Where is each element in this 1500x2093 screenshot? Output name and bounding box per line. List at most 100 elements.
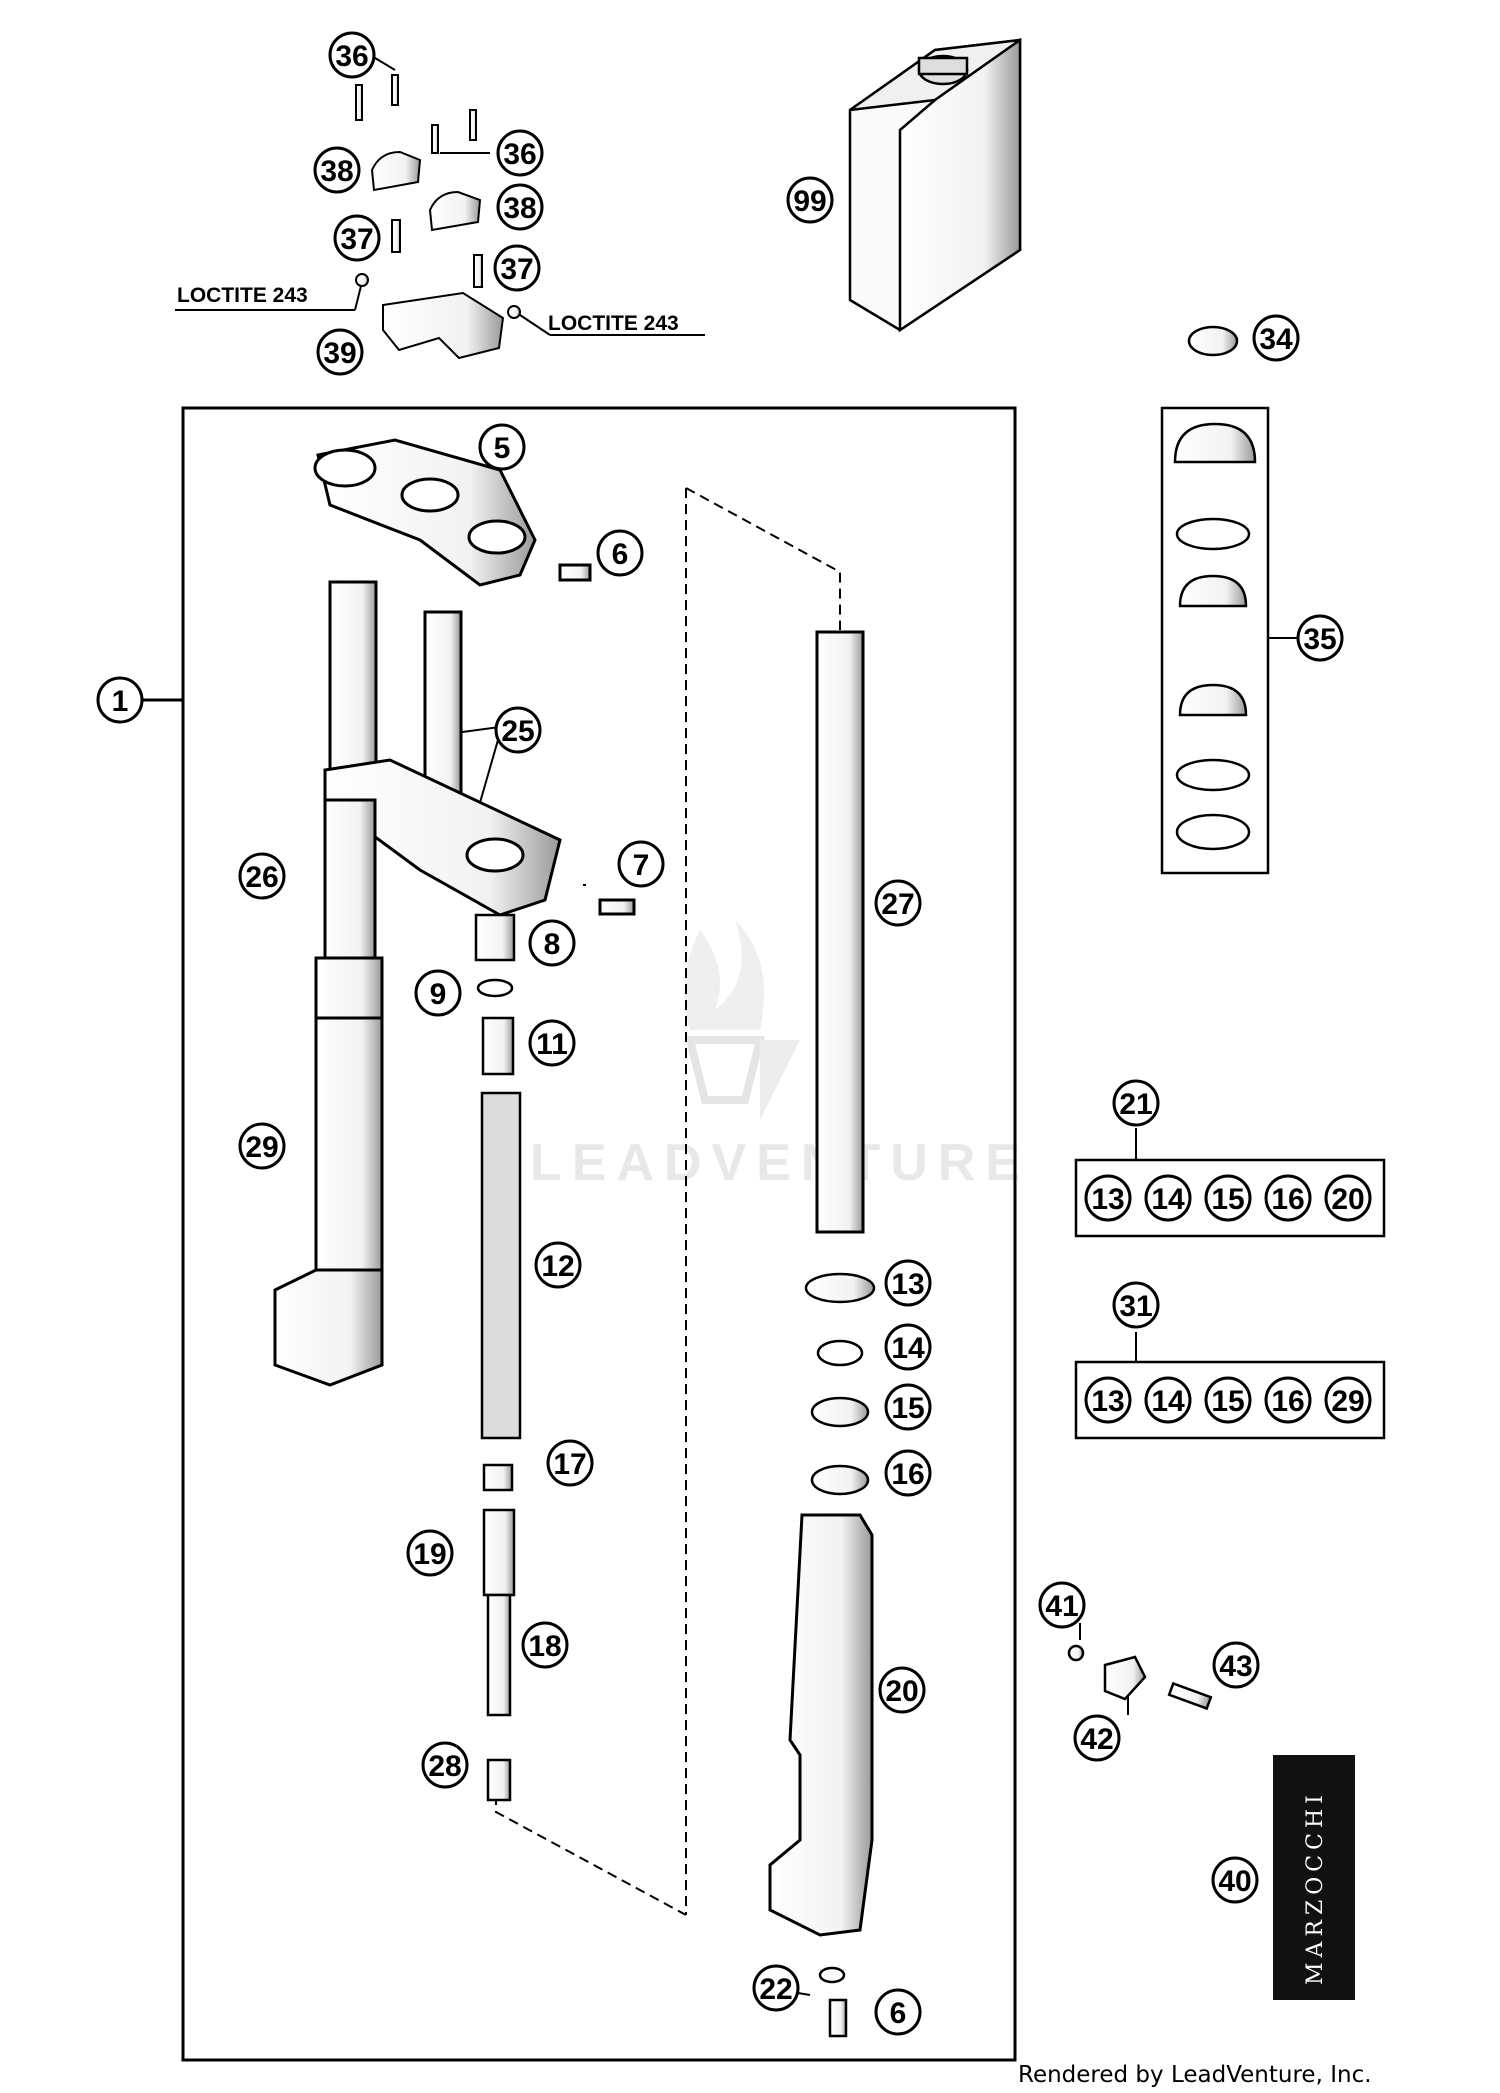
svg-text:20: 20 [1331,1183,1364,1216]
callout-31: 31 [1112,1281,1160,1329]
kit31-item: 14 [1144,1376,1192,1424]
svg-text:13: 13 [891,1268,924,1301]
svg-text:13: 13 [1091,1385,1124,1418]
svg-text:20: 20 [885,1675,918,1708]
kit21-item: 13 [1084,1174,1132,1222]
alignment-lines [495,487,841,1916]
callout-42: 42 [1073,1714,1121,1762]
assembly-frame [143,406,1017,2062]
svg-text:5: 5 [494,432,511,465]
brand-label: MARZOCCHI [1303,1790,1328,1985]
handlebar-clamp-group [355,74,521,360]
kit21-contents: 13 14 15 16 20 [1084,1174,1372,1222]
svg-text:11: 11 [536,1028,568,1061]
callout-37b: 37 [493,244,541,292]
callout-8: 8 [528,919,576,967]
svg-text:38: 38 [503,192,536,225]
svg-text:36: 36 [503,138,536,171]
watermark-text: LEADVENTURE [530,1134,1030,1192]
svg-text:35: 35 [1303,623,1336,656]
svg-text:14: 14 [891,1332,925,1365]
callout-17: 17 [546,1439,594,1487]
kit21-item: 15 [1204,1174,1252,1222]
callout-20: 20 [878,1666,926,1714]
svg-text:36: 36 [335,40,368,73]
loctite-right: LOCTITE 243 [548,312,679,335]
seal-stack [804,1272,876,1496]
callout-36a: 36 [328,31,376,79]
callout-12: 12 [534,1241,582,1289]
svg-text:1: 1 [112,685,129,718]
svg-text:38: 38 [320,155,353,188]
svg-text:15: 15 [1211,1183,1244,1216]
svg-text:26: 26 [245,861,278,894]
callout-16: 16 [884,1449,932,1497]
callout-18: 18 [521,1621,569,1669]
callout-43: 43 [1212,1641,1260,1689]
callout-29: 29 [238,1122,286,1170]
svg-text:6: 6 [890,1997,907,2030]
callout-26: 26 [238,852,286,900]
kit21-item: 14 [1144,1174,1192,1222]
svg-text:16: 16 [1271,1183,1304,1216]
small-parts [818,1644,1213,2038]
callouts: 36 36 38 38 37 37 39 99 34 35 1 5 6 25 2… [96,31,1344,2036]
bearing-set [1160,325,1270,875]
loctite-labels: LOCTITE 243 LOCTITE 243 [177,284,679,335]
svg-text:39: 39 [323,337,356,370]
upper-triple-clamp [313,438,592,587]
svg-text:31: 31 [1119,1290,1152,1323]
callout-25: 25 [494,706,542,754]
callout-14: 14 [884,1323,932,1371]
kit31-item: 16 [1264,1376,1312,1424]
svg-text:25: 25 [501,715,534,748]
callout-15: 15 [884,1383,932,1431]
watermark: LEADVENTURE [530,920,1030,1192]
svg-text:15: 15 [891,1392,924,1425]
callout-40: 40 [1211,1856,1259,1904]
svg-text:22: 22 [759,1973,792,2006]
callout-39: 39 [316,328,364,376]
svg-text:7: 7 [633,849,650,882]
svg-text:15: 15 [1211,1385,1244,1418]
kit21-item: 20 [1324,1174,1372,1222]
kit31-item: 13 [1084,1376,1132,1424]
right-fork-leg [768,630,874,1937]
callout-6b: 6 [874,1988,922,2036]
left-fork-leg [273,798,384,1387]
svg-text:29: 29 [1331,1385,1364,1418]
svg-text:42: 42 [1080,1723,1113,1756]
svg-text:41: 41 [1045,1590,1078,1623]
svg-text:37: 37 [340,223,373,256]
callout-41: 41 [1038,1581,1086,1629]
svg-text:16: 16 [891,1458,924,1491]
svg-text:6: 6 [612,538,629,571]
svg-text:29: 29 [245,1131,278,1164]
svg-text:9: 9 [430,978,447,1011]
credit-text: Rendered by LeadVenture, Inc. [1018,2062,1372,2088]
svg-text:13: 13 [1091,1183,1124,1216]
marzocchi-decal: MARZOCCHI [1273,1755,1355,2000]
svg-text:16: 16 [1271,1385,1304,1418]
callout-21: 21 [1112,1079,1160,1127]
svg-text:40: 40 [1218,1865,1251,1898]
callout-1: 1 [96,676,144,724]
svg-text:17: 17 [553,1448,586,1481]
kit-boxes [1074,1158,1386,1440]
svg-text:34: 34 [1259,323,1293,356]
svg-text:28: 28 [428,1750,461,1783]
svg-text:27: 27 [881,888,914,921]
callout-6a: 6 [596,529,644,577]
callout-37a: 37 [333,214,381,262]
callout-34: 34 [1252,314,1300,362]
fork-internals [474,913,522,1802]
callout-99: 99 [786,176,834,224]
svg-text:18: 18 [528,1630,561,1663]
callout-7: 7 [617,840,665,888]
callout-38b: 38 [496,183,544,231]
svg-text:19: 19 [413,1538,446,1571]
callout-36b: 36 [496,129,544,177]
oil-can [848,37,1022,333]
loctite-left: LOCTITE 243 [177,284,308,307]
